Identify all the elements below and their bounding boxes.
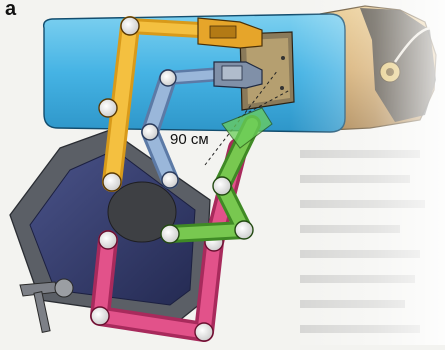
panel-label: a	[5, 0, 17, 20]
blue-arm-segment	[163, 69, 227, 83]
foot-restraint-knob	[54, 278, 74, 298]
yellow-tool	[209, 25, 237, 39]
capsule-hatch-inner	[246, 38, 290, 104]
green-arm-segment	[164, 118, 258, 240]
guide-line	[237, 89, 291, 119]
yellow-joint	[120, 16, 140, 36]
guide-line	[204, 69, 279, 166]
green-joint	[234, 220, 254, 240]
green-joint	[160, 224, 180, 244]
blue-joint	[159, 69, 177, 87]
yellow-joint	[98, 98, 118, 118]
hatch-rivet	[281, 56, 285, 60]
yellow-arm-segment	[105, 19, 137, 189]
hatch-rivet	[280, 86, 284, 90]
magenta-joint	[194, 322, 214, 342]
blue-joint	[141, 123, 159, 141]
magenta-joint	[98, 230, 118, 250]
shoulder-hub	[107, 181, 177, 243]
green-arm	[160, 107, 273, 244]
green-end-effector	[221, 107, 273, 149]
distance-label: 90 см	[170, 131, 209, 148]
page-fade	[290, 0, 445, 345]
blue-arm	[141, 61, 263, 189]
foot-restraint-post	[33, 291, 51, 333]
magenta-joint	[90, 306, 110, 326]
yellow-arm	[98, 16, 263, 192]
blue-tool	[221, 65, 243, 81]
blue-joint	[161, 171, 179, 189]
yellow-joint	[102, 172, 122, 192]
green-joint	[212, 176, 232, 196]
